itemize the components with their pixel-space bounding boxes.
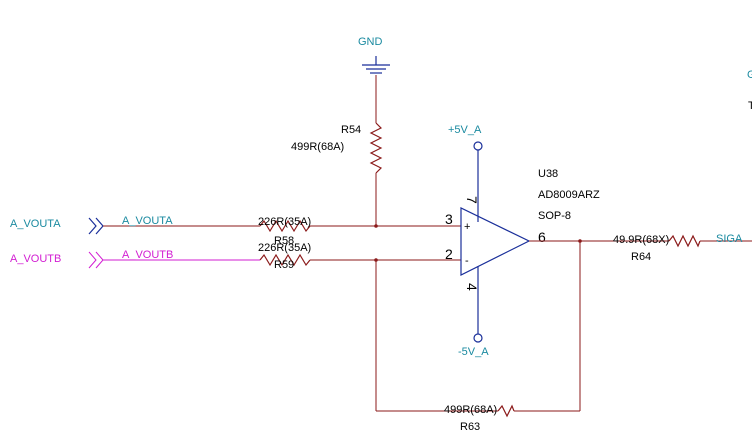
opamp-plus-sign: +: [464, 221, 470, 233]
opamp-ref: U38: [538, 168, 558, 180]
port-a-voutа-label: A_VOUTA: [10, 218, 61, 230]
pin-2-label: 2: [445, 246, 453, 262]
opamp-package: SOP-8: [538, 210, 571, 222]
wire-a-net-label: A_VOUTA: [122, 215, 173, 227]
r58-value: 226R(35A): [258, 216, 311, 228]
vneg-net-label: -5V_A: [458, 346, 489, 358]
resistor-r59: [259, 253, 311, 267]
vneg-terminal: [473, 333, 483, 343]
r59-ref: R59: [274, 259, 294, 271]
siga-net-label: SIGA: [716, 233, 743, 245]
resistor-r58: [259, 219, 311, 233]
vpos-terminal: [473, 141, 483, 151]
gnd-symbol: [362, 56, 390, 74]
port-b-chevron-1: [88, 251, 97, 269]
r59-value: 226R(35A): [258, 242, 311, 254]
edge-fragment-top: G: [747, 69, 752, 81]
pin-6-label: 6: [538, 229, 546, 245]
port-a-chevron-1: [88, 217, 97, 235]
r54-ref: R54: [341, 124, 361, 136]
r54-value: 499R(68A): [291, 141, 344, 153]
resistor-r64: [668, 234, 701, 248]
r58-ref: R58: [274, 235, 294, 247]
gnd-net-label: GND: [358, 36, 383, 48]
pin-4-label: 4: [464, 283, 480, 291]
edge-fragment-mid: T: [748, 100, 752, 112]
r63-ref: R63: [460, 421, 480, 433]
opamp-u38: [460, 207, 531, 276]
resistor-r54: [369, 122, 383, 174]
pin-7-label: 7: [464, 196, 480, 204]
resistor-r63: [497, 404, 515, 418]
port-b-chevron-2: [95, 251, 104, 269]
opamp-minus-sign: -: [465, 255, 469, 267]
junction-plus: [374, 224, 378, 228]
port-b-label: A_VOUTB: [10, 253, 61, 265]
r64-value: 49.9R(68X): [613, 234, 669, 246]
wire-b-net-label: A_VOUTB: [122, 249, 173, 261]
r64-ref: R64: [631, 251, 651, 263]
pin-3-label: 3: [445, 211, 453, 227]
r63-value: 499R(68A): [444, 404, 497, 416]
port-a-chevron-2: [95, 217, 104, 235]
vpos-net-label: +5V_A: [448, 124, 482, 136]
opamp-part: AD8009ARZ: [538, 189, 600, 201]
